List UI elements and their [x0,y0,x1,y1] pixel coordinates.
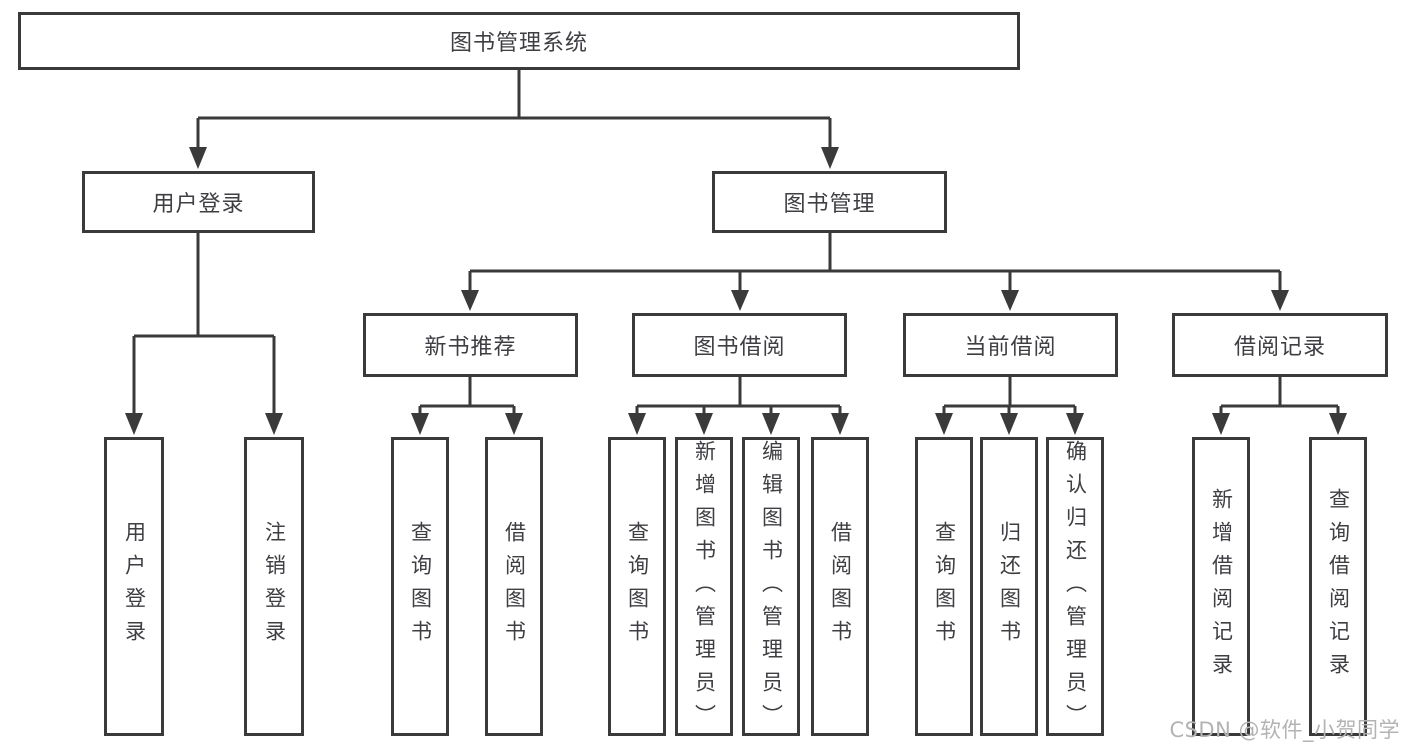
node-root: 图书管理系统 [18,12,1020,70]
node-borrow-records: 借阅记录 [1172,313,1388,377]
leaf-query-books-current: 查询图书 [915,437,973,736]
leaf-confirm-return-admin: 确认归还（管理员） [1046,437,1104,737]
node-user-login: 用户登录 [82,171,315,233]
csdn-watermark: CSDN @软件_小贺同学 [1169,718,1400,742]
arrowheads [125,147,1347,435]
leaf-edit-books-admin: 编辑图书（管理员） [742,437,800,737]
node-book-borrow: 图书借阅 [632,313,847,377]
leaf-borrow-books-borrow: 借阅图书 [811,437,869,736]
node-new-books: 新书推荐 [363,313,578,377]
leaf-query-books-borrow: 查询图书 [608,437,666,736]
leaf-query-borrow-record: 查询借阅记录 [1309,437,1367,736]
leaf-add-borrow-record: 新增借阅记录 [1192,437,1250,736]
node-book-mgmt: 图书管理 [712,171,947,233]
leaf-return-books: 归还图书 [980,437,1038,736]
leaf-query-books-recommend: 查询图书 [391,437,449,736]
leaf-add-books-admin: 新增图书（管理员） [675,437,733,737]
leaf-borrow-books-recommend: 借阅图书 [485,437,543,736]
node-current-borrow: 当前借阅 [903,313,1118,377]
leaf-logout-login: 注销登录 [244,437,304,736]
leaf-user-login: 用户登录 [104,437,164,736]
